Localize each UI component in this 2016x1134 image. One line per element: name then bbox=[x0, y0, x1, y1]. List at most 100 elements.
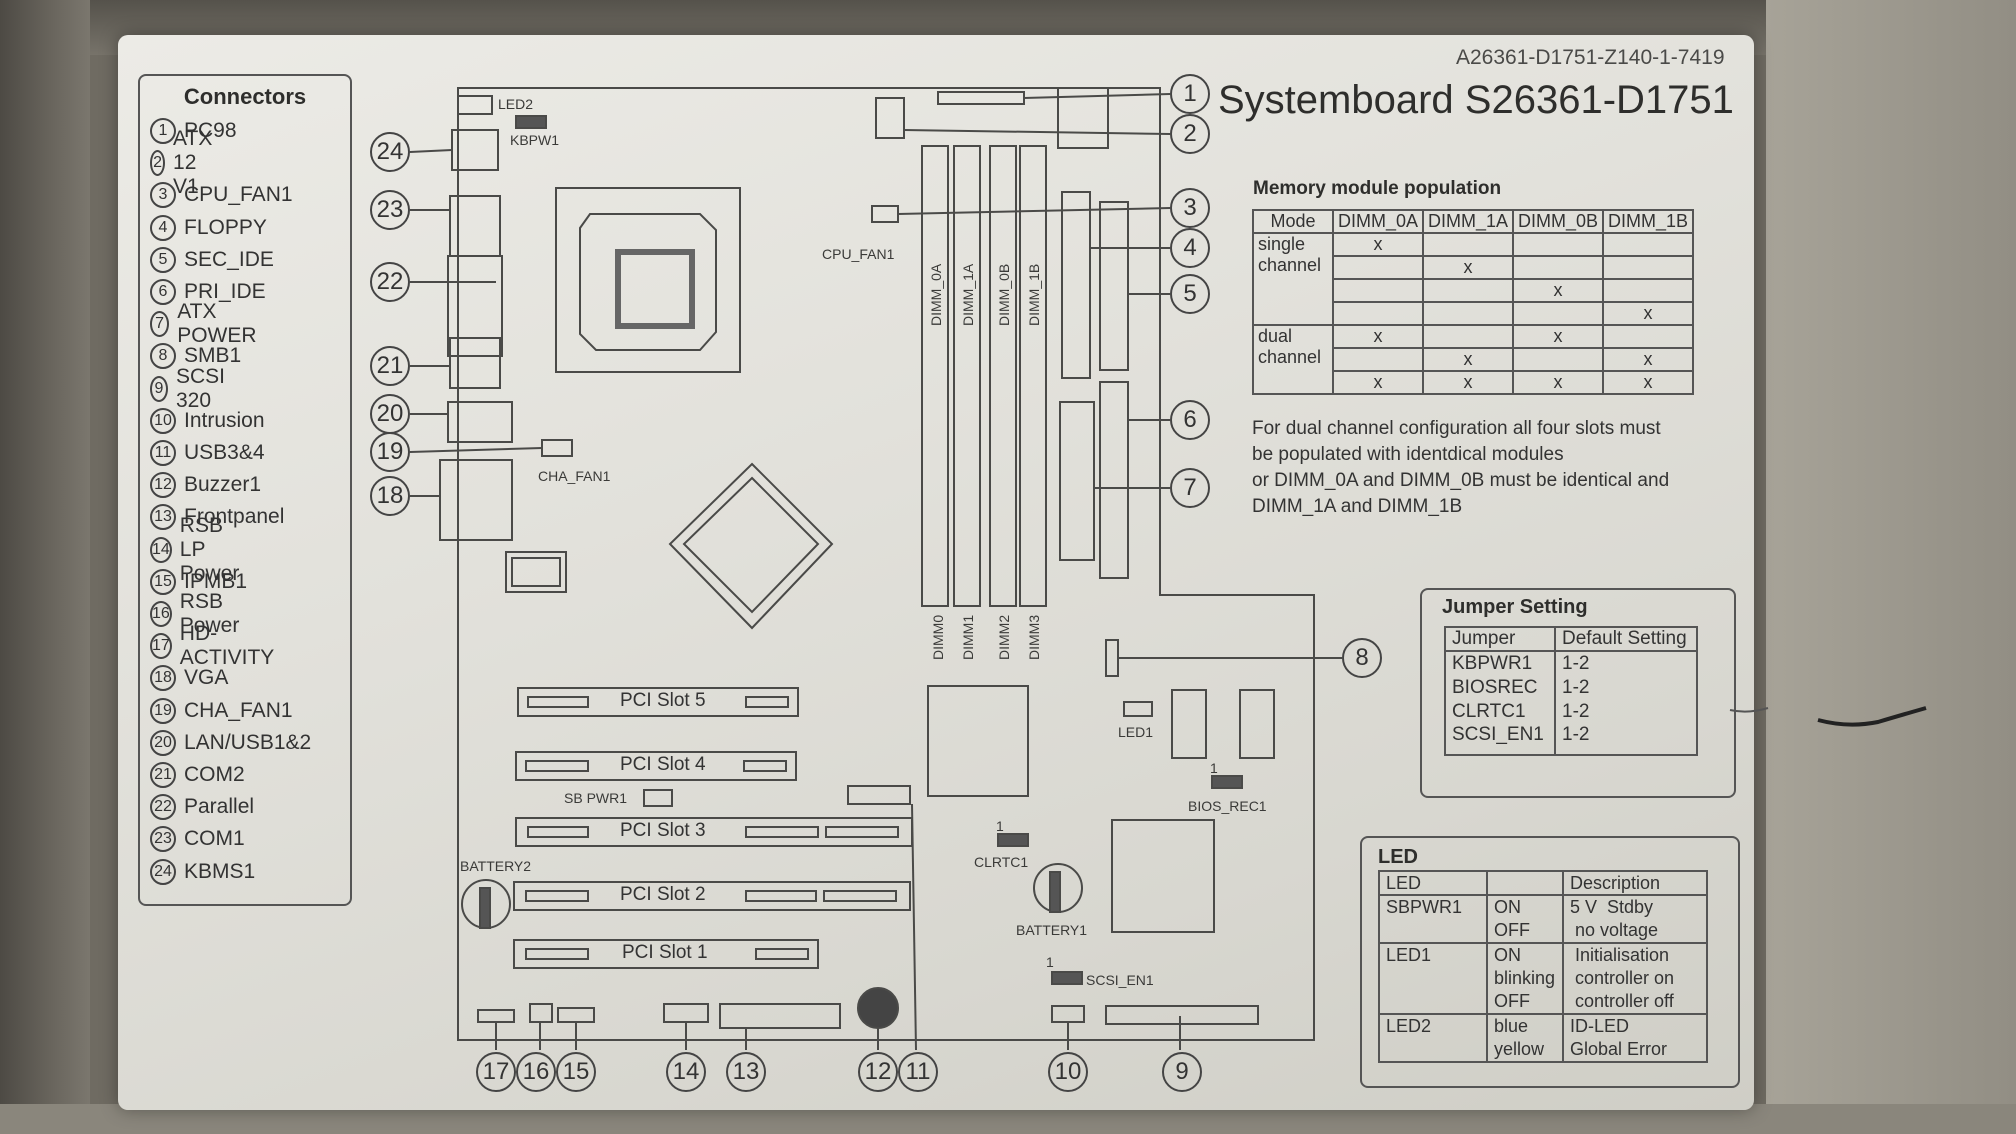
pci-slot-3 bbox=[515, 817, 913, 847]
memory-note: For dual channel configuration all four … bbox=[1252, 416, 1669, 520]
memory-cell: x bbox=[1331, 370, 1425, 395]
connector-label: LAN/USB1&2 bbox=[184, 730, 312, 754]
jumper-column-header: Default Setting bbox=[1554, 626, 1698, 652]
memory-cell: x bbox=[1512, 370, 1605, 395]
memory-cell: x bbox=[1512, 278, 1605, 303]
callout-18: 18 bbox=[370, 476, 410, 516]
kbpw1-label: KBPW1 bbox=[510, 132, 560, 148]
connector-number: 21 bbox=[150, 762, 176, 788]
smb1-connector bbox=[1105, 639, 1119, 677]
small-chip bbox=[505, 551, 567, 593]
scsi-en1-label: SCSI_EN1 bbox=[1086, 972, 1154, 988]
memory-column-header: DIMM_1A bbox=[1422, 209, 1515, 234]
led-state: ON bbox=[1494, 897, 1521, 917]
callout-19: 19 bbox=[370, 432, 410, 472]
connector-number: 14 bbox=[150, 536, 172, 563]
connector-number: 16 bbox=[150, 601, 172, 627]
memory-row: x bbox=[1253, 255, 1695, 280]
memory-cell: x bbox=[1512, 324, 1605, 349]
memory-cell bbox=[1422, 301, 1515, 326]
chip-a bbox=[927, 685, 1029, 797]
scsi320-connector bbox=[1105, 1005, 1259, 1025]
dimm1-label: DIMM1 bbox=[960, 614, 976, 660]
callout-6: 6 bbox=[1170, 400, 1210, 440]
sbpwr1-box bbox=[643, 789, 673, 807]
memory-cell bbox=[1512, 347, 1605, 372]
dimm-0b-label: DIMM_0B bbox=[996, 263, 1012, 326]
memory-cell bbox=[1422, 324, 1515, 349]
connectors-heading: Connectors bbox=[183, 84, 307, 109]
bios-rec1-pin-label: 1 bbox=[1210, 760, 1218, 776]
led-description: controller on bbox=[1570, 968, 1675, 988]
jumper-name: KBPWR1 bbox=[1444, 651, 1556, 676]
memory-cell: x bbox=[1602, 370, 1695, 395]
led-state: yellow bbox=[1494, 1039, 1545, 1059]
callout-8: 8 bbox=[1342, 638, 1382, 678]
clrtc1-jumper bbox=[997, 833, 1029, 847]
rsb-lp-power-connector bbox=[663, 1003, 709, 1023]
dimm3-label: DIMM3 bbox=[1026, 614, 1042, 660]
callout-3: 3 bbox=[1170, 188, 1210, 228]
pci-slot-4-label: PCI Slot 4 bbox=[620, 754, 706, 775]
clrtc1-label: CLRTC1 bbox=[974, 854, 1029, 870]
atx12v-connector bbox=[875, 97, 905, 139]
callout-11: 11 bbox=[898, 1052, 938, 1092]
callout-1: 1 bbox=[1170, 74, 1210, 114]
memory-column-header: DIMM_0B bbox=[1512, 209, 1605, 234]
led-description: 5 V Stdby bbox=[1570, 897, 1654, 917]
jumper-default: 1-2 bbox=[1554, 700, 1698, 724]
memory-mode-text: dual bbox=[1258, 326, 1293, 346]
dimm-slot-0a bbox=[921, 145, 949, 607]
jumper-name: BIOSREC bbox=[1444, 676, 1556, 700]
led2-box bbox=[457, 95, 493, 115]
intrusion-connector bbox=[1051, 1005, 1085, 1023]
connector-item: 16 RSB Power bbox=[150, 590, 244, 637]
memory-mode-text: channel bbox=[1258, 255, 1322, 275]
led1-box bbox=[1123, 701, 1153, 717]
led-name: SBPWR1 bbox=[1378, 894, 1488, 944]
pci-slot-5-label: PCI Slot 5 bbox=[620, 690, 706, 711]
connector-label: RSB Power bbox=[179, 590, 240, 637]
pri-ide-connector bbox=[1099, 381, 1129, 579]
connector-number: 10 bbox=[150, 407, 176, 434]
connector-label: PRI_IDE bbox=[184, 280, 266, 303]
dimm2-label: DIMM2 bbox=[996, 614, 1012, 660]
cpu-socket bbox=[555, 187, 741, 373]
pci-slot-1 bbox=[513, 939, 819, 969]
connector-label: Frontpanel bbox=[184, 505, 285, 529]
connector-number: 18 bbox=[150, 665, 176, 692]
led-description: no voltage bbox=[1570, 920, 1659, 940]
floppy-connector bbox=[1061, 191, 1091, 379]
jumper-column-header: Jumper bbox=[1444, 626, 1556, 652]
connector-number: 20 bbox=[150, 729, 176, 756]
memory-note-line: or DIMM_0A and DIMM_0B must be identical… bbox=[1252, 470, 1670, 491]
connector-number: 6 bbox=[150, 279, 176, 305]
kbpw1-jumper bbox=[515, 115, 547, 129]
connector-item: 18 VGA bbox=[150, 663, 228, 693]
connector-label: VGA bbox=[184, 666, 229, 690]
led-description: Initialisation bbox=[1570, 945, 1670, 965]
callout-5: 5 bbox=[1170, 274, 1210, 314]
cpu-socket-inner bbox=[579, 213, 717, 351]
connector-label: Intrusion bbox=[184, 408, 265, 432]
memory-cell: x bbox=[1331, 232, 1425, 257]
memory-column-header: Mode bbox=[1252, 209, 1334, 234]
scsi-en1-pin-label: 1 bbox=[1046, 954, 1054, 970]
connector-label: IPMB1 bbox=[184, 569, 248, 593]
connector-label: ATX POWER bbox=[177, 300, 257, 348]
memory-cell: x bbox=[1422, 370, 1515, 395]
led-name: LED1 bbox=[1378, 942, 1488, 1015]
document-id: A26361-D1751-Z140-1-7419 bbox=[1456, 46, 1725, 69]
